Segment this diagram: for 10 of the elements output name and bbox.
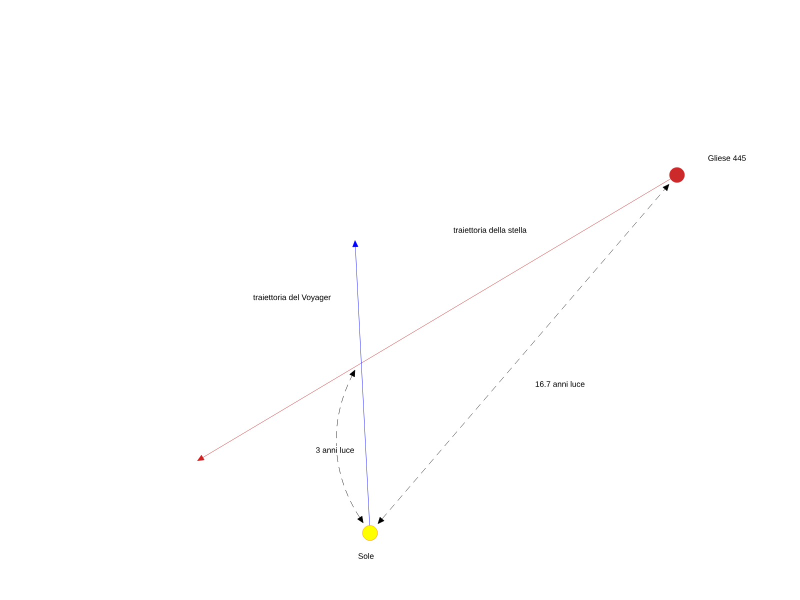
arrow: [352, 240, 370, 526]
star-label: Sole: [358, 553, 374, 559]
arrow: [197, 178, 671, 461]
edge-label: 16.7 anni luce: [534, 380, 586, 388]
arrow: [378, 184, 670, 524]
edge-label: 3 anni luce: [314, 446, 356, 454]
edge-label: traiettoria del Voyager: [252, 293, 332, 303]
arrow: [336, 370, 364, 524]
star-label: Gliese 445: [708, 155, 746, 161]
edge-label: traiettoria della stella: [452, 226, 528, 234]
